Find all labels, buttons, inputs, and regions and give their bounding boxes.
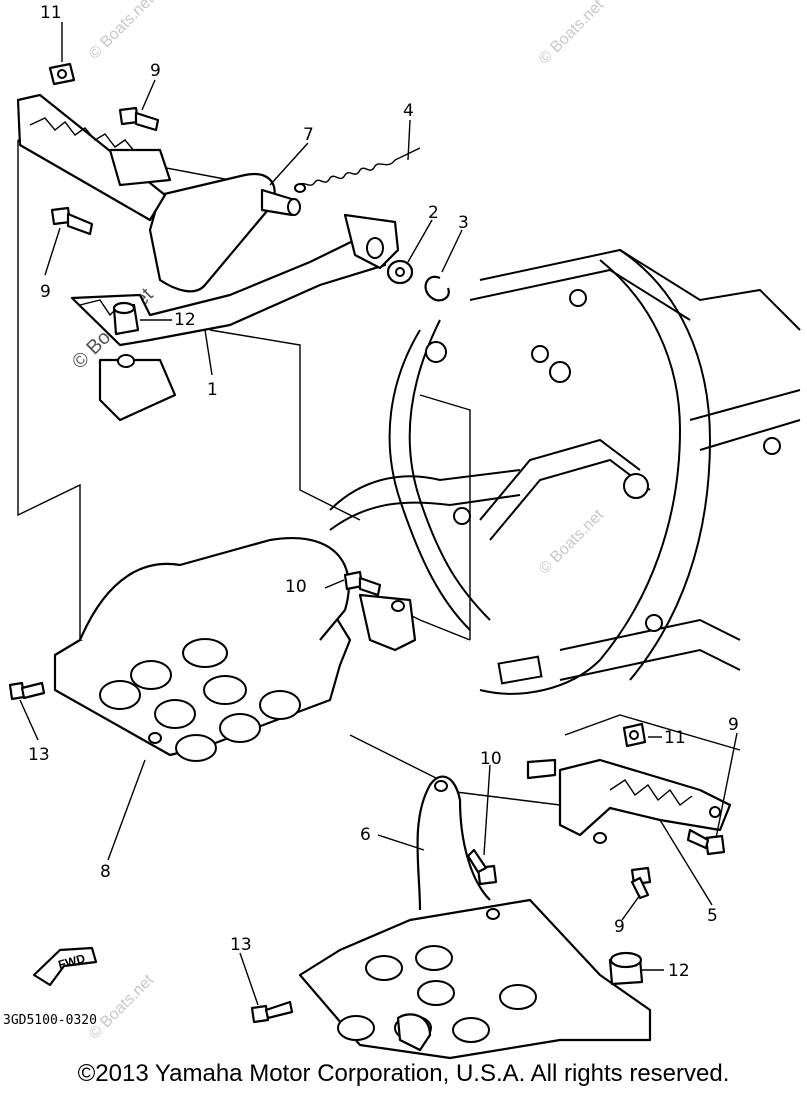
callout-9: 9 — [40, 282, 51, 302]
right-step-plate — [298, 775, 652, 1060]
callout-12: 12 — [174, 310, 196, 330]
bolt-9-top — [118, 106, 160, 132]
bolt-13-left — [8, 681, 46, 701]
frame-outline — [329, 248, 801, 695]
washer — [386, 259, 414, 285]
callout-4: 4 — [403, 101, 414, 121]
bolt-10-right — [466, 848, 498, 886]
bolt-10-left — [343, 570, 382, 597]
callout-1: 1 — [207, 380, 218, 400]
left-footpeg — [16, 93, 172, 222]
callout-9: 9 — [728, 715, 739, 735]
callout-13: 13 — [28, 745, 50, 765]
watermark: © Boats.net — [536, 0, 608, 68]
callout-3: 3 — [458, 213, 469, 233]
watermark: © Boats.net — [86, 971, 158, 1043]
left-step-plate — [53, 354, 417, 762]
right-footrest-bracket — [526, 758, 732, 844]
bolt-9-left — [50, 206, 94, 236]
callout-9: 9 — [150, 61, 161, 81]
callout-5: 5 — [707, 906, 718, 926]
fwd-arrow-icon: FWD — [32, 946, 98, 987]
nut-11-top — [48, 62, 76, 86]
rubber-cap-12-right — [608, 951, 644, 986]
callout-11: 11 — [40, 3, 62, 23]
diagram-code: 3GD5100-0320 — [3, 1013, 97, 1028]
callout-9: 9 — [614, 917, 625, 937]
callout-labels: 11 9 7 4 2 3 9 1 12 10 13 8 10 11 9 6 5 … — [28, 3, 739, 981]
bolt-13-right — [250, 1000, 294, 1024]
callout-2: 2 — [428, 203, 439, 223]
left-footrest-bracket — [148, 172, 301, 293]
bolt-9-right-lower — [630, 866, 652, 900]
watermark: © Boats.net — [536, 506, 608, 578]
callout-13: 13 — [230, 935, 252, 955]
fwd-label: FWD — [57, 951, 87, 972]
watermark: © Boats.net — [86, 0, 158, 63]
nut-11-right — [622, 722, 647, 748]
alignment-lines — [17, 139, 741, 811]
callout-12: 12 — [668, 961, 690, 981]
copyright-notice: ©2013 Yamaha Motor Corporation, U.S.A. A… — [77, 1060, 730, 1087]
leader-lines — [19, 22, 738, 1006]
bolt-9-right-upper — [686, 828, 726, 856]
callout-6: 6 — [360, 825, 371, 845]
callout-8: 8 — [100, 862, 111, 882]
callout-10: 10 — [480, 749, 502, 769]
callout-7: 7 — [303, 125, 314, 145]
brake-pedal — [70, 213, 400, 347]
rubber-cap-12-left — [112, 301, 140, 336]
return-spring — [294, 147, 421, 193]
e-clip — [424, 275, 450, 302]
callout-11: 11 — [664, 728, 686, 748]
callout-10: 10 — [285, 577, 307, 597]
